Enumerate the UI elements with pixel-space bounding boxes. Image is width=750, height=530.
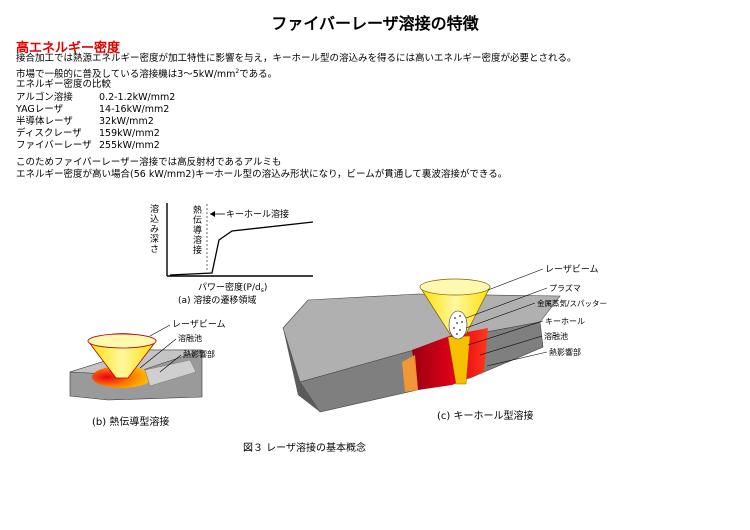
leader-line <box>465 287 548 319</box>
method-value: 159kW/mm2 <box>99 128 160 139</box>
intro-line-2: 市場で一般的に普及している溶接機は3～5kW/mm2である。 <box>16 66 277 81</box>
leader-line <box>486 351 548 367</box>
compare-heading: エネルギー密度の比較 <box>16 79 112 90</box>
section-heading: 高エネルギー密度 <box>16 41 121 56</box>
plasma-plume <box>448 310 468 340</box>
method-value: 14-16kW/mm2 <box>99 104 170 115</box>
caption-c: (c) キーホール型溶接 <box>437 409 533 422</box>
vapor-dots <box>453 315 463 335</box>
conclusion-line-1: このためファイバーレーザー溶接では高反射材であるアルミも <box>16 157 282 168</box>
method-value: 0.2-1.2kW/mm2 <box>99 92 176 103</box>
heat-affected-zone <box>402 355 418 392</box>
conclusion-line-2: エネルギー密度が高い場合(56 kW/mm2)キーホール型の溶込み形状になり，ビ… <box>16 169 508 180</box>
penetration-curve <box>169 221 314 276</box>
graph-xlabel: パワー密度(P/ds) <box>198 281 267 294</box>
label-keyhole: キーホール <box>545 317 585 326</box>
leader-line <box>479 335 543 356</box>
intro-line-2-suffix: である。 <box>239 69 278 81</box>
method-name: YAGレーザ <box>16 104 64 115</box>
leader-line <box>487 268 544 291</box>
caption-b: (b) 熱伝導型溶接 <box>92 415 169 428</box>
table-row: アルゴン溶接 0.2-1.2kW/mm2 <box>16 92 175 104</box>
intro-line-1: 接合加工では熱源エネルギー密度が加工特性に影響を与え，キーホール型の溶込みを得る… <box>16 53 577 64</box>
beam-top-ellipse-c <box>419 278 491 296</box>
table-row: ファイバーレーザ 255kW/mm2 <box>16 140 175 152</box>
graph-ylabel: 溶込み深さ <box>150 203 159 255</box>
graph-caption: (a) 溶接の遷移領域 <box>178 294 256 306</box>
table-row: YAGレーザ 14-16kW/mm2 <box>16 104 175 116</box>
figure-caption: 図３ レーザ溶接の基本概念 <box>243 441 366 454</box>
transition-graph: 溶込み深さ 熱伝導溶接 キーホール溶接 パワー密度(P/ds) (a) 溶接の遷… <box>150 203 314 306</box>
graph-xlabel-sub: s <box>261 287 264 294</box>
graph-xlabel-main: パワー密度(P/d <box>198 281 261 293</box>
keyhole-illustration: レーザビーム プラズマ 金属蒸気/スパッター キーホール 溶融池 熱影響部 (c… <box>282 264 607 422</box>
intro-line-2-prefix: 市場で一般的に普及している溶接機は3～5kW/mm <box>16 69 236 81</box>
method-name: ファイバーレーザ <box>16 140 92 151</box>
label-haz-b: 熱影響部 <box>183 349 215 359</box>
conclusion: このためファイバーレーザー溶接では高反射材であるアルミも エネルギー密度が高い場… <box>16 157 507 181</box>
method-name: アルゴン溶接 <box>16 92 73 103</box>
region-keyhole-label: キーホール溶接 <box>226 208 289 220</box>
table-row: ディスクレーザ 159kW/mm2 <box>16 128 175 140</box>
label-pool-b: 溶融池 <box>178 333 202 343</box>
page-title: ファイバーレーザ溶接の特徴 <box>271 14 479 33</box>
label-plasma: プラズマ <box>549 283 581 293</box>
method-name: 半導体レーザ <box>16 116 73 127</box>
beam-top-ellipse <box>87 333 157 349</box>
method-value: 255kW/mm2 <box>99 140 160 151</box>
method-value: 32kW/mm2 <box>99 116 154 127</box>
graph-xlabel-end: ) <box>264 283 268 293</box>
label-beam-c: レーザビーム <box>545 264 599 275</box>
leader-line <box>149 324 171 337</box>
label-beam-b: レーザビーム <box>172 319 226 330</box>
intro-line-2-superscript: 2 <box>235 68 240 75</box>
leader-line <box>159 354 182 373</box>
arrow-head <box>210 211 215 217</box>
label-haz-c: 熱影響部 <box>549 347 581 357</box>
table-row: 半導体レーザ 32kW/mm2 <box>16 116 175 128</box>
label-pool-c: 溶融池 <box>544 331 568 341</box>
weld-bead <box>144 359 197 387</box>
leader-line <box>139 338 177 369</box>
label-vapor: 金属蒸気/スパッター <box>537 298 607 308</box>
plate-end-face <box>283 328 320 412</box>
leader-line <box>467 320 544 346</box>
conduction-illustration: レーザビーム 溶融池 熱影響部 (b) 熱伝導型溶接 <box>69 319 226 428</box>
energy-density-table: アルゴン溶接 0.2-1.2kW/mm2 YAGレーザ 14-16kW/mm2 半導… <box>16 92 175 152</box>
keyhole-column <box>447 335 471 385</box>
method-name: ディスクレーザ <box>16 128 82 139</box>
leader-line <box>465 302 536 329</box>
region-conduction-label: 熱伝導溶接 <box>193 204 202 256</box>
